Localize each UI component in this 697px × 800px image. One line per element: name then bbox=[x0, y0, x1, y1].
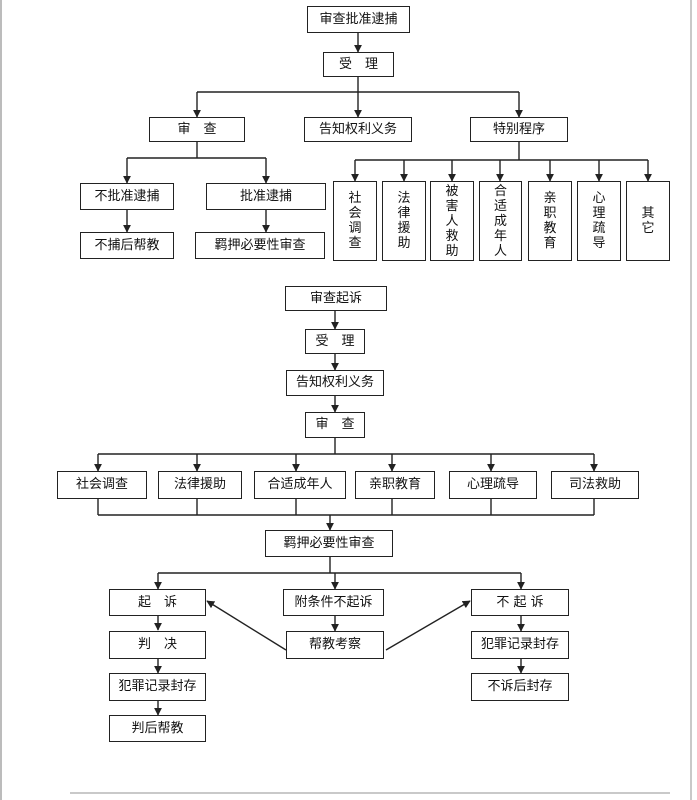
page-border-bottom bbox=[70, 792, 670, 794]
node-approval-special: 特别程序 bbox=[470, 117, 568, 142]
node-prosecution-detention-review: 羁押必要性审查 bbox=[265, 530, 393, 557]
node-judgment: 判 决 bbox=[109, 631, 206, 659]
node-prosecute: 起 诉 bbox=[109, 589, 206, 616]
node-special-item-2: 法律援助 bbox=[382, 181, 426, 261]
node-prosecution-accept: 受 理 bbox=[305, 329, 365, 354]
node-no-prosecute: 不 起 诉 bbox=[471, 589, 569, 616]
node-approval-inform: 告知权利义务 bbox=[304, 117, 412, 142]
node-post-judgment-help: 判后帮教 bbox=[109, 715, 206, 742]
node-service-6: 司法救助 bbox=[551, 471, 639, 499]
node-probation: 帮教考察 bbox=[286, 631, 384, 659]
node-special-item-1: 社会调查 bbox=[333, 181, 377, 261]
node-prosecution-title: 审查起诉 bbox=[285, 286, 387, 311]
node-conditional-non-prosecution: 附条件不起诉 bbox=[283, 589, 384, 616]
node-service-5: 心理疏导 bbox=[449, 471, 537, 499]
node-service-1: 社会调查 bbox=[57, 471, 147, 499]
node-prosecution-review: 审 查 bbox=[305, 412, 365, 438]
node-arrest: 批准逮捕 bbox=[206, 183, 326, 210]
node-approval-title: 审查批准逮捕 bbox=[307, 6, 410, 33]
node-special-item-7: 其它 bbox=[626, 181, 670, 261]
node-service-4: 亲职教育 bbox=[355, 471, 435, 499]
arrow-probation-to-no-prosecute bbox=[385, 600, 471, 651]
node-special-item-6: 心理疏导 bbox=[577, 181, 621, 261]
node-prosecution-inform: 告知权利义务 bbox=[286, 370, 384, 396]
node-no-prosecute-seal: 不诉后封存 bbox=[471, 673, 569, 701]
node-special-item-3: 被害人救助 bbox=[430, 181, 474, 261]
node-service-2: 法律援助 bbox=[158, 471, 242, 499]
page-border-left bbox=[0, 0, 2, 800]
node-special-item-4: 合适成年人 bbox=[479, 181, 522, 261]
node-record-seal-left: 犯罪记录封存 bbox=[109, 673, 206, 701]
node-post-no-arrest-help: 不捕后帮教 bbox=[80, 232, 174, 259]
node-record-seal-right: 犯罪记录封存 bbox=[471, 631, 569, 659]
page-border-right bbox=[690, 0, 692, 800]
node-service-3: 合适成年人 bbox=[254, 471, 346, 499]
node-special-item-5: 亲职教育 bbox=[528, 181, 572, 261]
node-approval-detention-review: 羁押必要性审查 bbox=[195, 232, 325, 259]
node-approval-accept: 受 理 bbox=[323, 52, 394, 77]
node-no-arrest: 不批准逮捕 bbox=[80, 183, 174, 210]
arrow-probation-to-prosecute bbox=[206, 600, 287, 651]
node-approval-review: 审 查 bbox=[149, 117, 245, 142]
